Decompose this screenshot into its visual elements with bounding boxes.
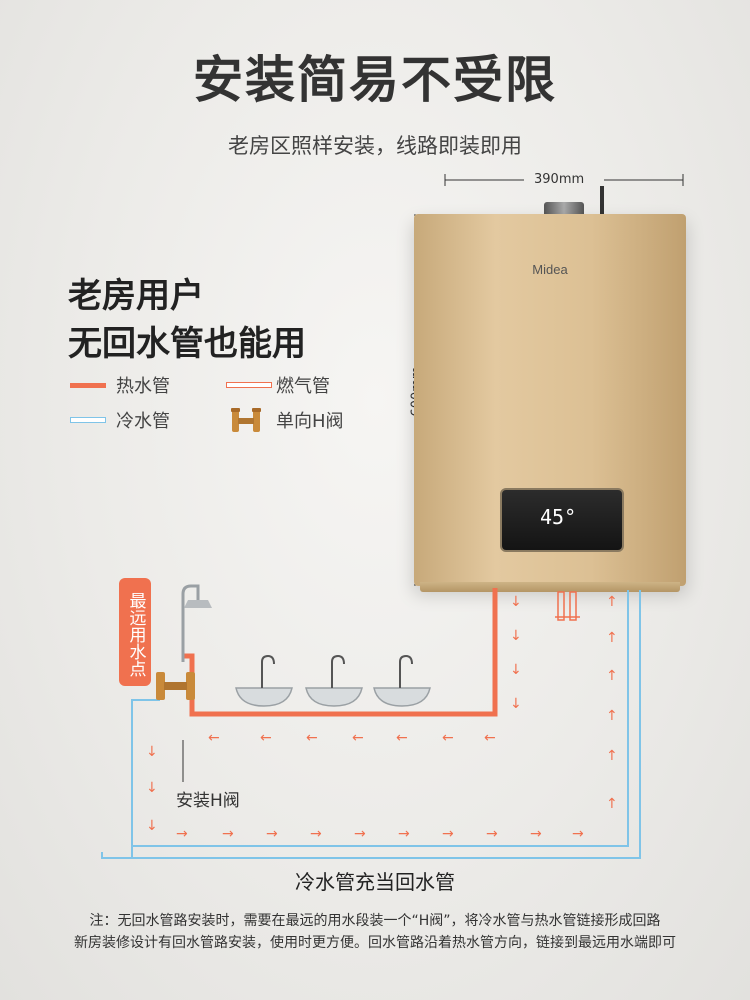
svg-text:→: → — [530, 826, 542, 842]
svg-text:↑: ↑ — [606, 708, 618, 724]
heater-base — [420, 582, 680, 592]
control-panel — [500, 488, 624, 552]
svg-text:←: ← — [396, 730, 408, 746]
svg-text:→: → — [442, 826, 454, 842]
svg-text:↑: ↑ — [606, 796, 618, 812]
page-title: 安装简易不受限 — [193, 51, 557, 109]
legend: 热水管 燃气管 冷水管 单向H阀 — [70, 372, 390, 442]
install-h-valve-label: 安装H阀 — [176, 791, 240, 811]
svg-text:→: → — [486, 826, 498, 842]
svg-text:→: → — [222, 826, 234, 842]
cold-as-return-label: 冷水管充当回水管 — [295, 870, 455, 894]
farthest-point-label: 最远用水点 — [119, 578, 151, 686]
legend-cold-label: 冷水管 — [116, 411, 170, 432]
width-dimension — [444, 172, 684, 188]
svg-text:↑: ↑ — [606, 668, 618, 684]
legend-gas-label: 燃气管 — [276, 376, 330, 397]
width-label: 390mm — [534, 172, 585, 187]
svg-text:←: ← — [352, 730, 364, 746]
svg-text:→: → — [354, 826, 366, 842]
display-temperature: 45° — [540, 505, 577, 529]
svg-text:↓: ↓ — [146, 780, 158, 796]
svg-text:→: → — [266, 826, 278, 842]
legend-h-valve-label: 单向H阀 — [276, 411, 344, 432]
svg-text:→: → — [398, 826, 410, 842]
headline-line1: 老房用户 — [68, 276, 204, 316]
brand-logo: Midea — [532, 262, 568, 277]
h-valve-icon — [230, 408, 262, 434]
svg-text:→: → — [176, 826, 188, 842]
svg-text:→: → — [310, 826, 322, 842]
legend-cold-swatch — [70, 417, 106, 423]
antenna — [600, 186, 604, 218]
svg-text:↑: ↑ — [606, 594, 618, 610]
svg-text:↓: ↓ — [510, 696, 522, 712]
pipe-diagram: ↓↓ ↓↓ ←← ←← ←← ← ↓↓ ↓ →→ →→ →→ →→ →→ ↑↑ … — [101, 584, 641, 859]
svg-text:↓: ↓ — [510, 662, 522, 678]
note-line2: 新房装修设计有回水管路安装，使用时更方便。回水管路沿着热水管方向，链接到最远用水… — [74, 935, 676, 951]
legend-gas-swatch — [226, 382, 272, 388]
svg-text:←: ← — [306, 730, 318, 746]
svg-text:←: ← — [208, 730, 220, 746]
legend-hot-swatch — [70, 383, 106, 388]
svg-text:←: ← — [442, 730, 454, 746]
svg-text:←: ← — [260, 730, 272, 746]
svg-text:→: → — [572, 826, 584, 842]
svg-text:↓: ↓ — [146, 818, 158, 834]
svg-text:↑: ↑ — [606, 748, 618, 764]
note-line1: 注：无回水管路安装时，需要在最远的用水段装一个“H阀”，将冷水管与热水管链接形成… — [89, 913, 661, 929]
svg-text:↑: ↑ — [606, 630, 618, 646]
svg-text:←: ← — [484, 730, 496, 746]
page-subtitle: 老房区照样安装，线路即装即用 — [228, 134, 522, 158]
headline-line2: 无回水管也能用 — [68, 324, 306, 364]
legend-hot-label: 热水管 — [116, 376, 170, 397]
svg-text:↓: ↓ — [146, 744, 158, 760]
svg-text:↓: ↓ — [510, 628, 522, 644]
svg-text:↓: ↓ — [510, 594, 522, 610]
